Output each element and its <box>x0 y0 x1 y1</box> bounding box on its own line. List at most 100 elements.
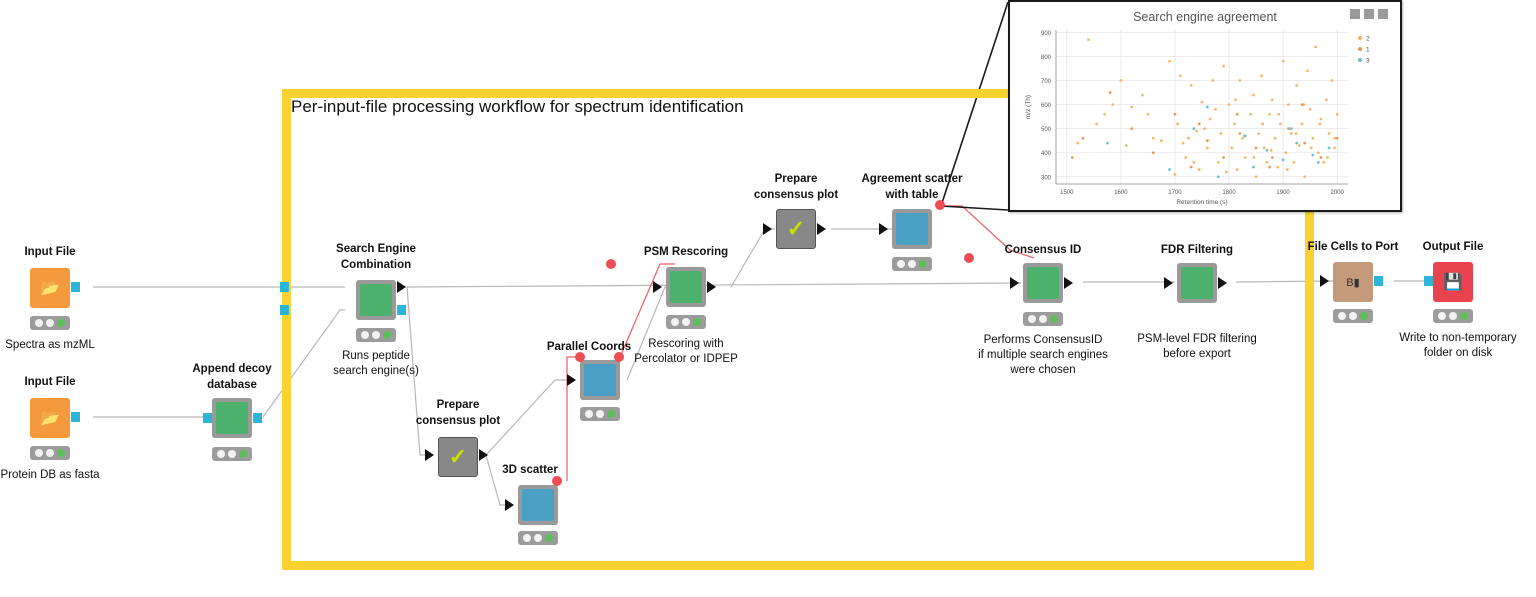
input-port[interactable] <box>879 223 888 235</box>
output-port[interactable] <box>71 412 80 422</box>
input-port[interactable] <box>1164 277 1173 289</box>
zoom-callout-line <box>940 1 1009 207</box>
node-icon[interactable] <box>356 280 396 320</box>
data-point-series-2 <box>1178 74 1182 78</box>
output-port[interactable] <box>1064 277 1073 289</box>
data-point-series-2 <box>1292 160 1296 164</box>
input-port[interactable] <box>763 223 772 235</box>
node-icon[interactable] <box>892 209 932 249</box>
input-port[interactable] <box>505 499 514 511</box>
flow-variable-port[interactable] <box>935 200 945 210</box>
flow-variable-port[interactable] <box>614 352 624 362</box>
output-port[interactable] <box>1218 277 1227 289</box>
table-port-icon[interactable]: B▮ <box>1333 262 1373 302</box>
flow-variable-port[interactable] <box>606 259 616 269</box>
input-port[interactable] <box>1320 275 1329 287</box>
input-port[interactable] <box>280 282 289 292</box>
flow-variable-port[interactable] <box>964 253 974 263</box>
node-3d-scatter[interactable]: 3D scatter <box>473 462 603 552</box>
workflow-annotation-box[interactable] <box>282 89 1314 570</box>
node-input-file-spectra[interactable]: Input File 📂 Spectra as mzML <box>0 244 115 354</box>
flow-variable-port[interactable] <box>552 476 562 486</box>
output-port[interactable] <box>479 449 488 461</box>
node-icon[interactable] <box>1023 263 1063 303</box>
node-parallel-coords[interactable]: Parallel Coords <box>535 339 665 429</box>
legend-marker <box>1358 36 1362 40</box>
check-icon[interactable]: ✓ <box>438 437 478 477</box>
reset-icon[interactable] <box>1378 9 1388 19</box>
data-point-series-1 <box>1222 156 1226 159</box>
status-lights <box>666 315 706 329</box>
input-port[interactable] <box>203 413 212 423</box>
input-port[interactable] <box>1010 277 1019 289</box>
data-point-series-2 <box>1333 136 1337 140</box>
data-point-series-2 <box>1235 168 1239 171</box>
node-icon[interactable] <box>518 485 558 525</box>
data-point-series-3 <box>1327 146 1331 150</box>
node-title: 3D scatter <box>502 464 558 476</box>
node-file-cells-to-port[interactable]: File Cells to Port B▮ <box>1288 239 1418 329</box>
data-point-series-1 <box>1254 146 1258 150</box>
data-point-series-2 <box>1249 112 1253 116</box>
data-point-series-3 <box>1216 175 1220 179</box>
input-port[interactable] <box>425 449 434 461</box>
node-icon[interactable] <box>212 398 252 438</box>
data-point-series-1 <box>1300 103 1304 106</box>
data-point-series-2 <box>1265 160 1269 164</box>
node-title: Output File <box>1422 241 1484 253</box>
input-port[interactable] <box>653 281 662 293</box>
output-port[interactable] <box>707 281 716 293</box>
node-icon[interactable] <box>580 360 620 400</box>
node-description: Protein DB as fasta <box>0 469 100 481</box>
output-port[interactable] <box>397 305 406 315</box>
output-port[interactable] <box>397 281 406 293</box>
output-port[interactable] <box>817 223 826 235</box>
data-point-series-2 <box>1326 156 1329 159</box>
input-port[interactable] <box>1424 276 1433 286</box>
data-point-series-3 <box>1105 141 1109 145</box>
data-point-series-2 <box>1189 83 1193 87</box>
disk-icon[interactable]: 💾 <box>1433 262 1473 302</box>
check-icon[interactable]: ✓ <box>776 209 816 249</box>
data-point-series-2 <box>1233 122 1236 126</box>
folder-icon[interactable]: 📂 <box>30 398 70 438</box>
data-point-series-2 <box>1124 144 1128 147</box>
data-point-series-2 <box>1208 117 1212 121</box>
input-port[interactable] <box>567 374 576 386</box>
legend-label: 3 <box>1366 58 1370 65</box>
data-point-series-3 <box>1295 141 1299 145</box>
data-point-series-2 <box>1238 79 1242 82</box>
data-point-series-2 <box>1252 156 1256 159</box>
legend-label: 2 <box>1366 36 1370 43</box>
folder-icon[interactable]: 📂 <box>30 268 70 308</box>
flow-variable-port[interactable] <box>575 352 585 362</box>
data-point-series-1 <box>1335 136 1339 140</box>
output-port[interactable] <box>253 413 262 423</box>
node-icon[interactable] <box>666 267 706 307</box>
data-point-series-2 <box>1214 108 1217 111</box>
input-port[interactable] <box>280 305 289 315</box>
zoom-icon[interactable] <box>1350 9 1360 19</box>
data-point-series-2 <box>1216 160 1220 164</box>
data-point-series-2 <box>1181 141 1185 145</box>
output-port[interactable] <box>71 282 80 292</box>
node-icon[interactable] <box>1177 263 1217 303</box>
status-lights <box>518 531 558 545</box>
output-port[interactable] <box>1374 276 1383 286</box>
node-input-file-protein-db[interactable]: Input File 📂 Protein DB as fasta <box>0 374 115 484</box>
pan-icon[interactable] <box>1364 9 1374 19</box>
